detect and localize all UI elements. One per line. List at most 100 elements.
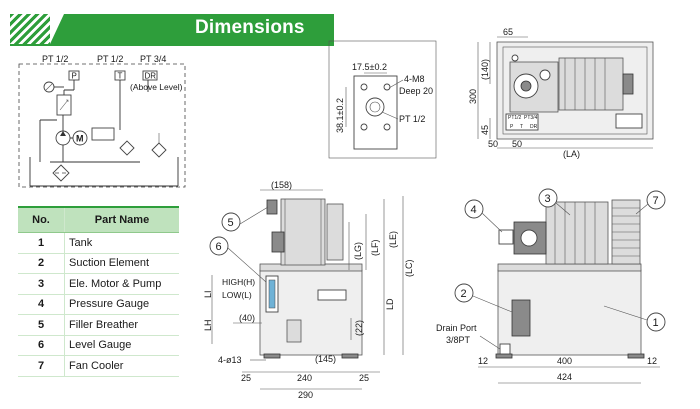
callout-4-circle xyxy=(464,199,484,219)
leader-port xyxy=(381,111,399,120)
dim-lg: (LG) xyxy=(353,242,363,260)
dim-290: 290 xyxy=(298,390,313,400)
leader-6 xyxy=(227,247,267,283)
above-level-note: (Above Level) xyxy=(130,82,183,92)
leader-4 xyxy=(481,212,503,233)
dim-140: (140) xyxy=(480,59,490,80)
side-view: 5 6 (158) (LG) (LF) (LE) (LC) LD LI LH H… xyxy=(203,180,414,400)
port-dr-label: DR xyxy=(145,72,157,81)
callout-1-circle xyxy=(646,312,666,332)
leader-7 xyxy=(635,203,649,215)
callout-5-circle xyxy=(221,212,241,232)
hydraulic-schematic: PT 1/2 PT 1/2 PT 3/4 P T DR (Above Level… xyxy=(18,54,186,188)
callout-6-circle xyxy=(209,236,229,256)
pump-lines xyxy=(39,115,140,163)
dim-22: (22) xyxy=(354,320,364,336)
leader-drain xyxy=(479,335,501,350)
dim-40: (40) xyxy=(239,313,255,323)
pump-triangle xyxy=(60,131,66,136)
callout-3-circle xyxy=(538,188,558,208)
bolt-hole-3 xyxy=(360,123,368,131)
port-dr-box xyxy=(142,70,158,81)
pump-top-hub xyxy=(520,80,532,92)
part-no: 3 xyxy=(18,273,65,295)
dim-li: LI xyxy=(203,290,213,298)
front-gauge xyxy=(498,229,514,245)
top-view: PT1/2 PT3/4 P T DR 65 300 (140) 45 50 50… xyxy=(468,27,654,159)
port-dr-size: PT 3/4 xyxy=(140,54,166,64)
bolt-depth: Deep 20 xyxy=(399,86,433,96)
front-pump-face xyxy=(520,229,538,247)
tank-top-inner xyxy=(502,46,648,135)
dim-25a: 25 xyxy=(241,373,251,383)
bolt-spec: 4-M8 xyxy=(404,74,425,84)
port-t-size: PT 1/2 xyxy=(97,54,123,64)
filter-symbol xyxy=(119,140,135,156)
part-no: 6 xyxy=(18,335,65,356)
part-no: 5 xyxy=(18,314,65,336)
dim-la: (LA) xyxy=(563,149,580,159)
dim-50a: 50 xyxy=(488,139,498,149)
relief-arrow xyxy=(59,99,69,111)
side-nameplate xyxy=(317,289,347,301)
part-name: Fan Cooler xyxy=(64,355,179,377)
level-low: LOW(L) xyxy=(222,290,252,300)
dim-50b: 50 xyxy=(512,139,522,149)
side-pump xyxy=(271,231,285,253)
part-no: 1 xyxy=(18,232,65,254)
part-name: Suction Element xyxy=(64,253,179,274)
level-high: HIGH(H) xyxy=(222,277,255,287)
part-name: Pressure Gauge xyxy=(64,294,179,315)
banner-stripes xyxy=(10,14,50,44)
ports-block xyxy=(505,113,539,131)
dim-400: 400 xyxy=(557,356,572,366)
dim-12b: 12 xyxy=(647,356,657,366)
drain-port-size: 3/8PT xyxy=(446,335,471,345)
port-b-text: PT3/4 xyxy=(524,115,538,121)
part-name: Filler Breather xyxy=(64,314,179,336)
schematic-boundary xyxy=(18,63,186,188)
motor-label: M xyxy=(76,134,84,144)
bolt-hole-1 xyxy=(360,83,368,91)
side-level-window xyxy=(268,279,276,309)
front-foot-right xyxy=(627,353,645,359)
page-title: Dimensions xyxy=(195,17,305,38)
drain-port-label: Drain Port xyxy=(436,323,477,333)
breather-top xyxy=(511,54,519,62)
side-cooler xyxy=(326,203,344,261)
dim-424: 424 xyxy=(557,372,572,382)
front-suction xyxy=(511,299,531,337)
dim-17-5: 17.5±0.2 xyxy=(352,62,387,72)
dim-300: 300 xyxy=(468,89,478,104)
dim-38-1: 38.1±0.2 xyxy=(335,98,345,133)
port-t-label: T xyxy=(118,72,123,81)
dim-ld: LD xyxy=(385,298,395,310)
dim-240: 240 xyxy=(297,373,312,383)
manifold-port-size: PT 1/2 xyxy=(399,114,425,124)
leader-1 xyxy=(603,305,648,321)
side-suction xyxy=(286,319,302,343)
leader-5 xyxy=(239,206,269,225)
side-foot-right xyxy=(341,353,359,359)
cooler-top xyxy=(615,113,643,129)
section-banner: Dimensions xyxy=(10,14,334,44)
callout-7: 7 xyxy=(653,195,659,207)
dim-145: (145) xyxy=(315,354,336,364)
port-p-size: PT 1/2 xyxy=(42,54,68,64)
leader-bolt xyxy=(388,79,404,89)
leader-3 xyxy=(555,202,571,216)
callout-3: 3 xyxy=(545,193,551,205)
side-foot-left xyxy=(263,353,281,359)
dim-158: (158) xyxy=(271,180,292,190)
side-motor xyxy=(280,198,326,266)
part-no: 4 xyxy=(18,294,65,315)
motor-end-cap xyxy=(622,73,634,95)
banner-bar xyxy=(50,14,334,44)
part-name: Tank xyxy=(64,232,179,254)
